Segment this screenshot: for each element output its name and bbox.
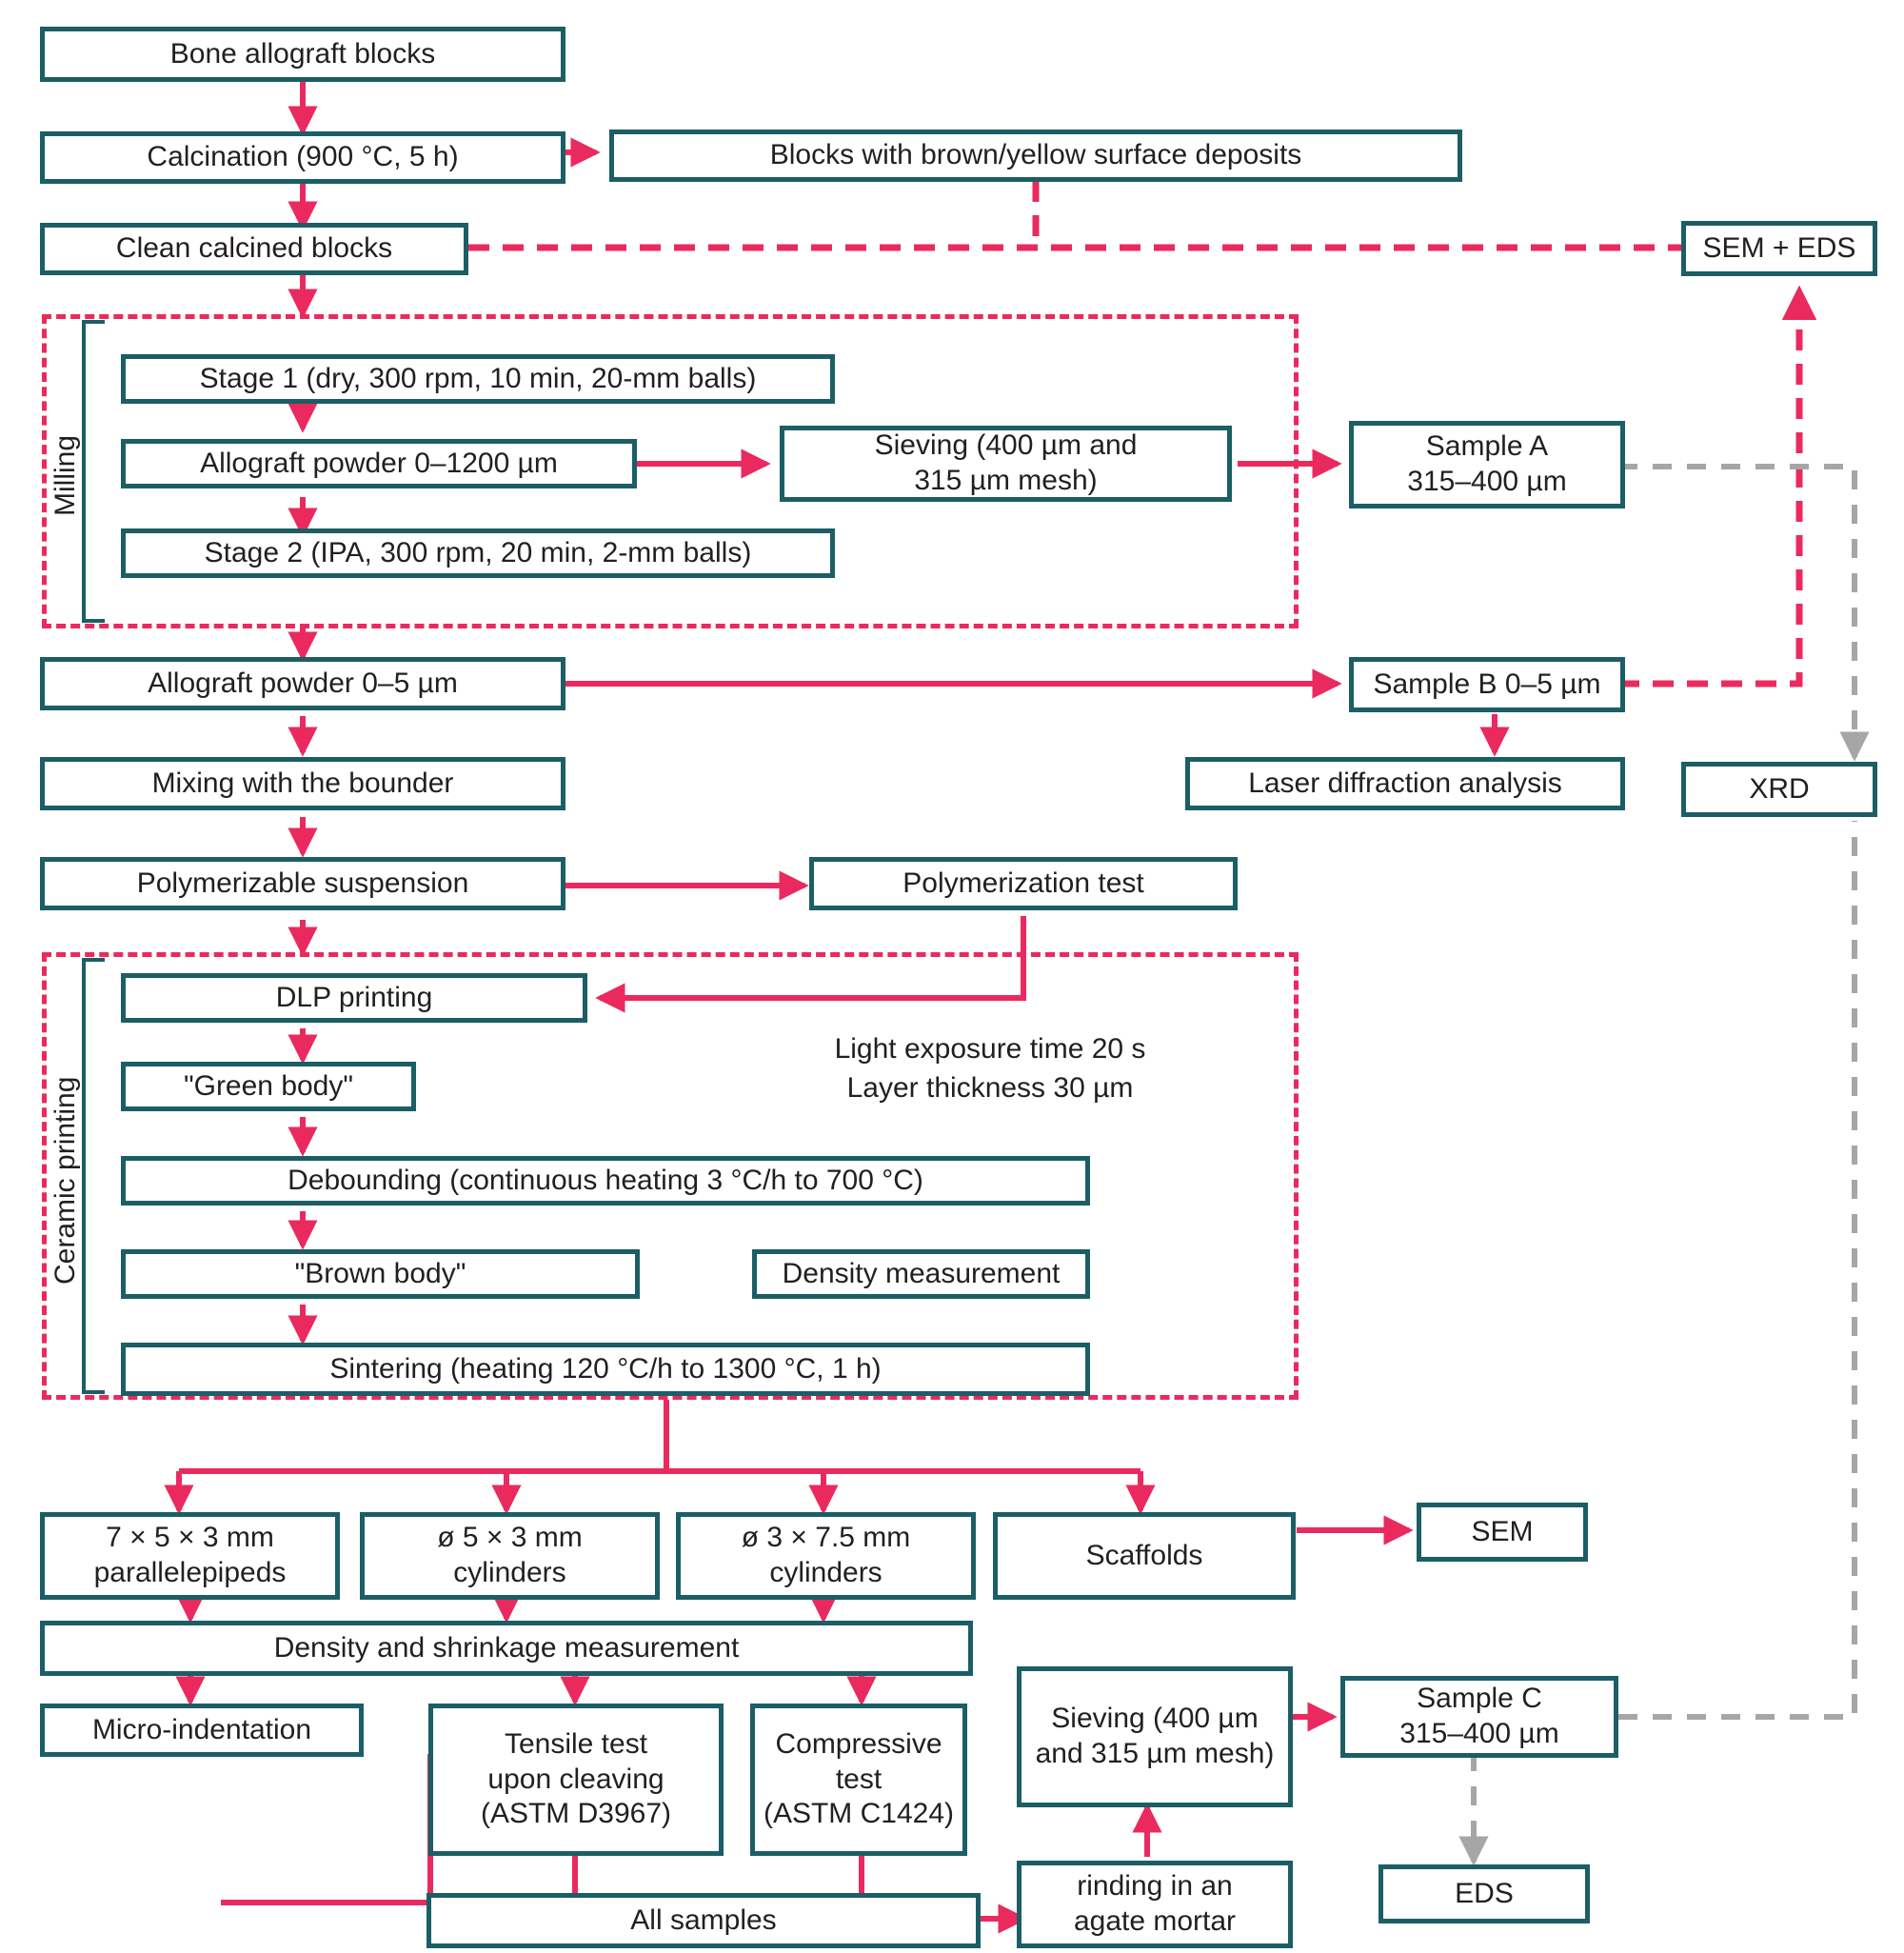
node-polymerizable-suspension[interactable]: Polymerizable suspension [40,857,565,910]
node-sample-a[interactable]: Sample A 315–400 µm [1349,421,1625,508]
node-sample-b[interactable]: Sample B 0–5 µm [1349,657,1625,712]
milling-group-frame [42,314,1299,628]
node-debounding[interactable]: Debounding (continuous heating 3 °C/h to… [121,1156,1090,1206]
dashed-sampleB-to-semeds [1618,285,1817,688]
node-sintering[interactable]: Sintering (heating 120 °C/h to 1300 °C, … [121,1343,1090,1396]
node-tensile-test[interactable]: Tensile test upon cleaving (ASTM D3967) [428,1704,724,1856]
node-clean-calcined-blocks[interactable]: Clean calcined blocks [40,223,468,275]
node-calcination[interactable]: Calcination (900 °C, 5 h) [40,131,565,184]
node-bone-allograft-blocks[interactable]: Bone allograft blocks [40,27,565,82]
node-scaffolds[interactable]: Scaffolds [993,1512,1296,1600]
node-brown-body[interactable]: "Brown body" [121,1249,640,1299]
ceramic-printing-group-bar [82,958,105,1394]
node-laser-diffraction[interactable]: Laser diffraction analysis [1185,757,1625,810]
printing-parameters-note: Light exposure time 20 s Layer thickness… [834,1033,1146,1104]
node-sem-eds[interactable]: SEM + EDS [1681,221,1877,276]
node-green-body[interactable]: "Green body" [121,1062,416,1111]
node-polymerization-test[interactable]: Polymerization test [809,857,1238,910]
node-sieving-2[interactable]: Sieving (400 µm and 315 µm mesh) [1017,1666,1293,1807]
node-allograft-powder-5[interactable]: Allograft powder 0–5 µm [40,657,565,710]
node-eds[interactable]: EDS [1378,1864,1590,1923]
node-xrd[interactable]: XRD [1681,762,1877,817]
node-sem[interactable]: SEM [1417,1503,1588,1562]
node-grinding-agate[interactable]: rinding in an agate mortar [1017,1861,1293,1948]
node-sample-c[interactable]: Sample C 315–400 µm [1340,1676,1618,1758]
node-micro-indentation[interactable]: Micro-indentation [40,1704,364,1757]
node-cylinders-5x3[interactable]: ø 5 × 3 mm cylinders [360,1512,660,1600]
node-mixing-bounder[interactable]: Mixing with the bounder [40,757,565,810]
node-sieving-1[interactable]: Sieving (400 µm and 315 µm mesh) [780,426,1232,502]
node-allograft-powder-1200[interactable]: Allograft powder 0–1200 µm [121,439,637,488]
dashed-sampleC-to-xrd [1618,821,1857,1720]
node-compressive-test[interactable]: Compressive test (ASTM C1424) [750,1704,967,1856]
node-density-shrinkage[interactable]: Density and shrinkage measurement [40,1621,973,1676]
node-stage-1[interactable]: Stage 1 (dry, 300 rpm, 10 min, 20-mm bal… [121,354,835,404]
milling-group-bar [82,320,105,623]
dashed-sampleA-to-xrd [1618,464,1870,762]
node-blocks-with-deposits[interactable]: Blocks with brown/yellow surface deposit… [609,130,1462,182]
node-cylinders-3x75[interactable]: ø 3 × 7.5 mm cylinders [676,1512,976,1600]
node-dlp-printing[interactable]: DLP printing [121,973,587,1023]
node-parallelepipeds[interactable]: 7 × 5 × 3 mm parallelepipeds [40,1512,340,1600]
node-all-samples[interactable]: All samples [426,1893,981,1948]
node-stage-2[interactable]: Stage 2 (IPA, 300 rpm, 20 min, 2-mm ball… [121,528,835,578]
node-density-measurement[interactable]: Density measurement [752,1249,1090,1299]
milling-group-label: Milling [50,434,81,516]
ceramic-printing-group-label: Ceramic printing [50,1076,81,1285]
